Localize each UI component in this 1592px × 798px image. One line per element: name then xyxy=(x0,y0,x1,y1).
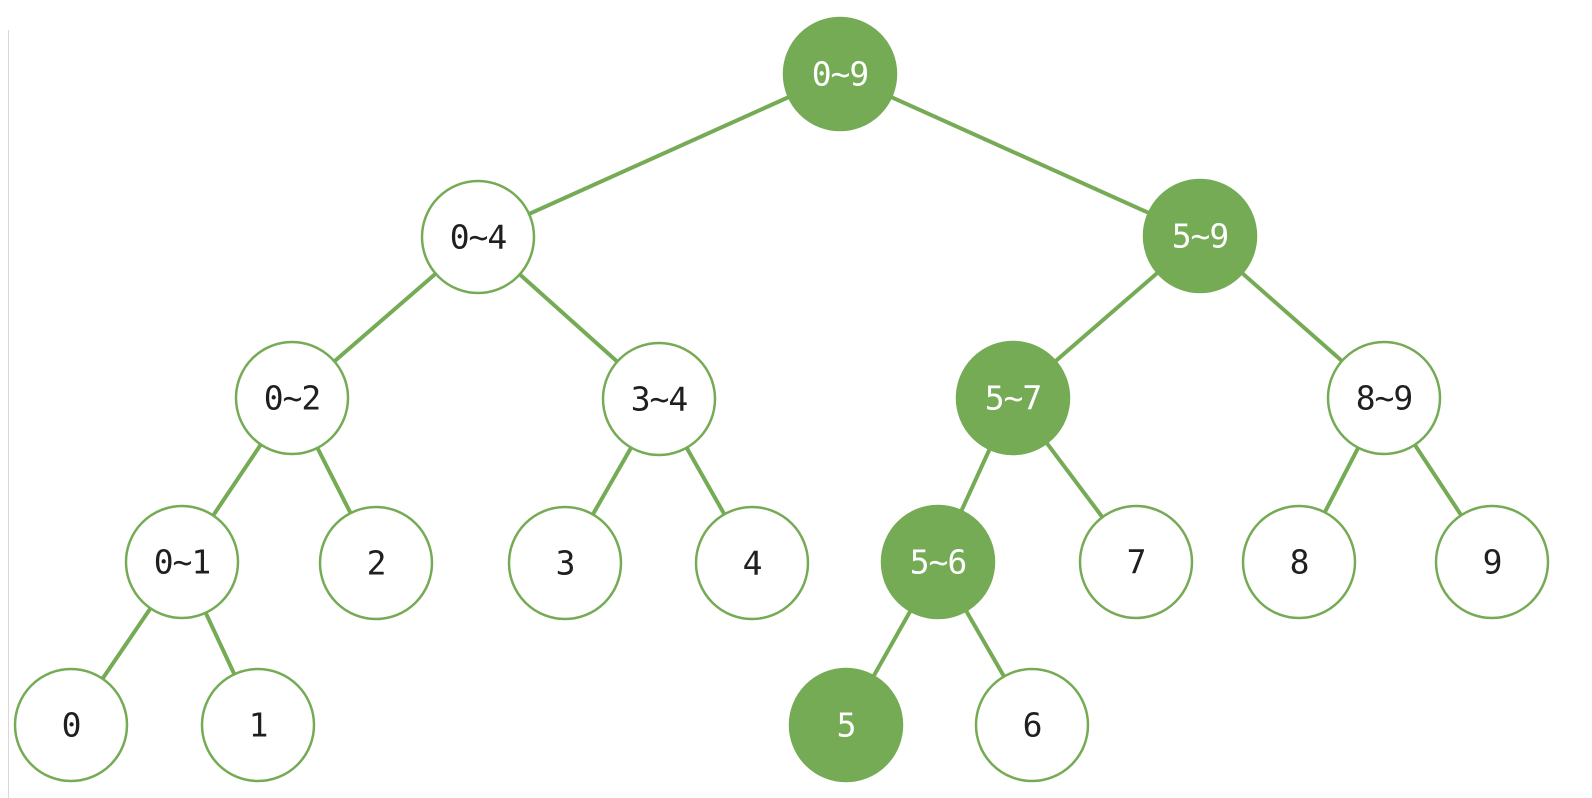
node-label-7: 7 xyxy=(1127,543,1146,582)
node-circle-5 xyxy=(788,667,904,783)
node-circle-8-9 xyxy=(1326,340,1442,456)
node-circle-7 xyxy=(1078,504,1194,620)
node-circle-5-7 xyxy=(955,340,1071,456)
tree-node-8: 8 xyxy=(1241,504,1357,620)
node-label-6: 6 xyxy=(1023,706,1042,745)
tree-node-9: 9 xyxy=(1434,504,1550,620)
node-label-5-9: 5~9 xyxy=(1172,217,1229,256)
node-label-8: 8 xyxy=(1290,543,1309,582)
node-circle-0 xyxy=(13,667,129,783)
node-label-1: 1 xyxy=(249,706,268,745)
node-label-5-6: 5~6 xyxy=(910,543,967,582)
node-circle-3-4 xyxy=(601,341,717,457)
node-label-5-7: 5~7 xyxy=(985,379,1042,418)
node-circle-0-9 xyxy=(782,16,898,132)
node-circle-0-2 xyxy=(234,340,350,456)
node-circle-0-4 xyxy=(420,179,536,295)
left-border-line xyxy=(8,30,9,798)
node-label-0: 0 xyxy=(62,706,81,745)
node-label-0-2: 0~2 xyxy=(264,379,321,418)
tree-edge-0-9-0-4 xyxy=(477,72,841,239)
node-label-3-4: 3~4 xyxy=(631,380,688,419)
node-circle-5-6 xyxy=(880,504,996,620)
tree-node-4: 4 xyxy=(694,505,810,621)
tree-node-1: 1 xyxy=(200,667,316,783)
tree-node-8-9: 8~9 xyxy=(1326,340,1442,456)
tree-node-6: 6 xyxy=(974,667,1090,783)
node-label-5: 5 xyxy=(837,706,856,745)
node-circle-4 xyxy=(694,505,810,621)
node-circle-3 xyxy=(507,505,623,621)
node-circle-0-1 xyxy=(124,504,240,620)
node-circle-9 xyxy=(1434,504,1550,620)
node-label-0-9: 0~9 xyxy=(812,55,869,94)
tree-node-3-4: 3~4 xyxy=(601,341,717,457)
tree-node-5-6: 5~6 xyxy=(880,504,996,620)
tree-node-2: 2 xyxy=(318,505,434,621)
tree-node-3: 3 xyxy=(507,505,623,621)
node-label-2: 2 xyxy=(367,544,386,583)
node-circle-6 xyxy=(974,667,1090,783)
node-circle-5-9 xyxy=(1142,178,1258,294)
node-circle-2 xyxy=(318,505,434,621)
tree-node-5-7: 5~7 xyxy=(955,340,1071,456)
node-label-0-1: 0~1 xyxy=(154,543,211,582)
node-label-8-9: 8~9 xyxy=(1356,379,1413,418)
tree-edge-0-9-5-9 xyxy=(839,72,1201,238)
tree-node-5: 5 xyxy=(788,667,904,783)
node-label-4: 4 xyxy=(743,544,762,583)
tree-node-5-9: 5~9 xyxy=(1142,178,1258,294)
tree-node-0: 0 xyxy=(13,667,129,783)
tree-node-7: 7 xyxy=(1078,504,1194,620)
node-label-0-4: 0~4 xyxy=(450,218,507,257)
tree-node-0-9: 0~9 xyxy=(782,16,898,132)
node-circle-1 xyxy=(200,667,316,783)
node-label-3: 3 xyxy=(556,544,575,583)
tree-node-0-4: 0~4 xyxy=(420,179,536,295)
node-label-9: 9 xyxy=(1483,543,1502,582)
tree-node-0-2: 0~2 xyxy=(234,340,350,456)
node-circle-8 xyxy=(1241,504,1357,620)
tree-node-0-1: 0~1 xyxy=(124,504,240,620)
